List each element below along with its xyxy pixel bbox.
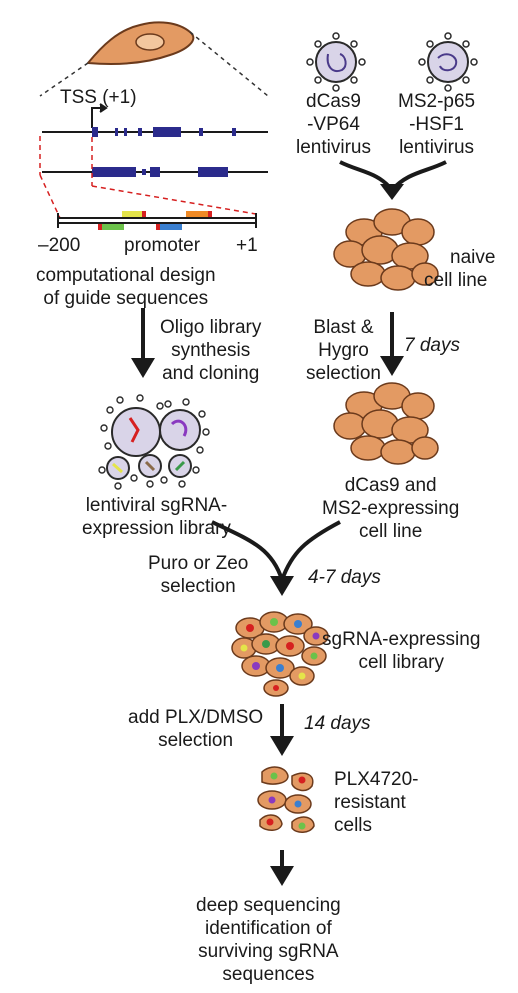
zoom-lines-cell	[39, 31, 269, 97]
naive-cell-cluster	[333, 208, 439, 291]
source-cell-icon	[86, 21, 195, 65]
four-seven-days-label: 4-7 days	[308, 567, 381, 588]
fourteen-days-label: 14 days	[304, 713, 371, 734]
merge-arrow-top-head	[380, 184, 404, 200]
axis-promoter-label: promoter	[124, 235, 201, 256]
arrow-7-days	[380, 312, 404, 376]
gene-structure-1	[42, 127, 268, 137]
seven-days-label: 7 days	[404, 335, 460, 356]
tss-label: TSS (+1)	[60, 87, 137, 108]
ms2-virus-icon	[418, 32, 478, 92]
lentiviral-library-label: lentiviral sgRNA-expression library	[82, 495, 231, 539]
merge-arrow-middle-head	[270, 576, 294, 596]
lentiviral-library-icon	[98, 394, 210, 490]
arrow-oligo-library	[131, 308, 155, 378]
merge-arrow-middle	[211, 520, 341, 581]
axis-start-label: –200	[38, 235, 81, 256]
axis-end-label: +1	[236, 235, 258, 256]
resistant-cells-cluster	[257, 766, 315, 833]
sgrna-cell-library-cluster	[231, 611, 329, 697]
gene-structure-2	[42, 167, 268, 177]
arrow-14-days	[270, 704, 294, 756]
tss-arrow-icon	[91, 103, 108, 128]
arrow-deep-sequencing	[270, 850, 294, 886]
promoter-region	[57, 211, 257, 230]
zoom-lines-promoter	[39, 136, 257, 219]
dcas9-virus-icon	[306, 32, 366, 92]
dcas9-cell-cluster	[333, 382, 439, 465]
